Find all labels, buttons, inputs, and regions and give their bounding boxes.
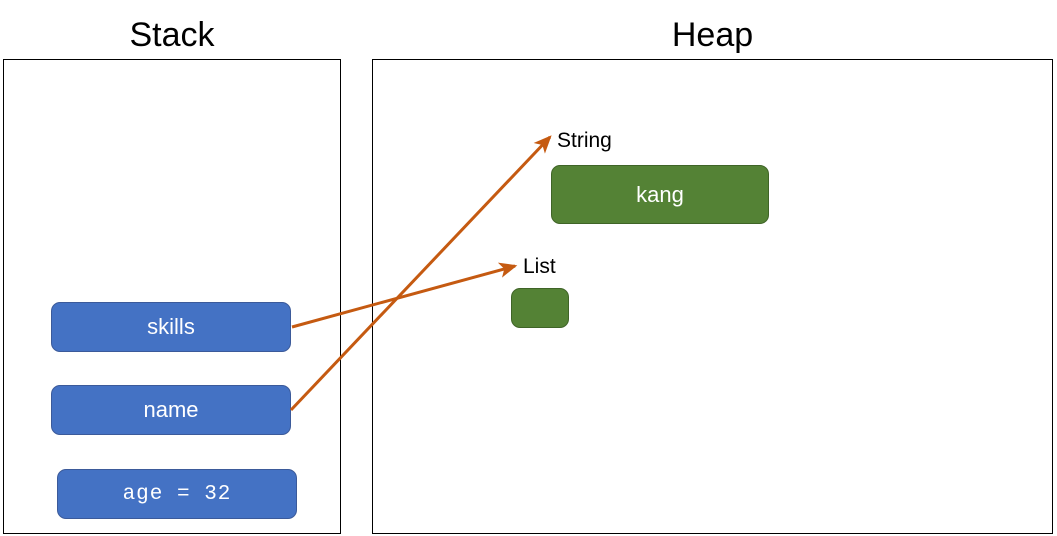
stack-title: Stack <box>129 16 215 54</box>
stack-region-frame <box>3 59 341 534</box>
stack-variable-age[interactable]: age = 32 <box>57 469 297 519</box>
heap-object-list[interactable] <box>511 288 569 328</box>
heap-region-frame <box>372 59 1053 534</box>
heap-type-label-list: List <box>523 255 556 278</box>
heap-type-label-string: String <box>557 129 612 152</box>
stack-variable-skills[interactable]: skills <box>51 302 291 352</box>
stack-variable-name[interactable]: name <box>51 385 291 435</box>
heap-object-string[interactable]: kang <box>551 165 769 224</box>
heap-title: Heap <box>671 16 754 54</box>
